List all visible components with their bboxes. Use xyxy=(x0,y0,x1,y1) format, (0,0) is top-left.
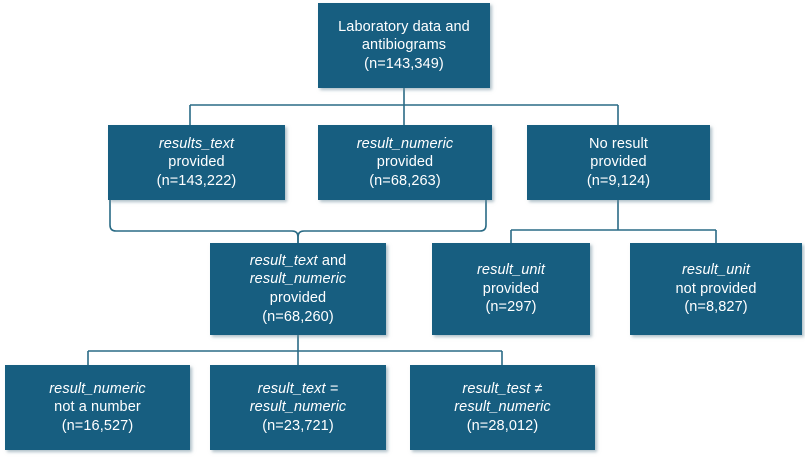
node-count: (n=9,124) xyxy=(586,172,651,189)
node-line: provided xyxy=(482,280,540,297)
node-count: (n=23,721) xyxy=(262,417,334,434)
node-line: provided xyxy=(168,154,225,171)
connector-brace-right xyxy=(297,200,487,243)
node-line: result_unit xyxy=(477,262,545,279)
laboratory-data-box[interactable]: Laboratory data and antibiograms (n=143,… xyxy=(318,3,490,88)
node-line: provided xyxy=(590,154,647,171)
node-line-suffix: and xyxy=(317,252,347,269)
result-numeric-provided-box[interactable]: result_numeric provided (n=68,263) xyxy=(318,125,492,200)
node-line: result_numeric xyxy=(249,271,347,288)
node-line: result_numeric xyxy=(49,380,146,397)
node-line: not provided xyxy=(675,280,757,297)
node-line: Laboratory data and xyxy=(338,18,470,35)
result-text-and-numeric-box[interactable]: result_text and result_numeric provided … xyxy=(210,243,386,335)
result-test-not-equals-numeric-box[interactable]: result_test ≠ result_numeric (n=28,012) xyxy=(410,365,595,450)
node-line: result_numeric xyxy=(454,399,551,416)
node-count: (n=297) xyxy=(485,299,537,316)
node-line: results_text xyxy=(158,135,235,152)
node-line: result_text = xyxy=(257,380,339,397)
node-line: antibiograms xyxy=(361,37,447,54)
node-count: (n=8,827) xyxy=(684,299,748,316)
node-line: result_numeric xyxy=(249,399,347,416)
node-line: result_text and xyxy=(250,252,347,271)
node-count: (n=16,527) xyxy=(61,417,134,434)
node-count: (n=68,260) xyxy=(262,308,334,325)
node-line-em: result_text xyxy=(249,252,318,269)
result-numeric-not-a-number-box[interactable]: result_numeric not a number (n=16,527) xyxy=(5,365,190,450)
no-result-provided-box[interactable]: No result provided (n=9,124) xyxy=(527,125,710,200)
node-line: No result xyxy=(589,135,648,152)
node-line: provided xyxy=(376,154,434,171)
node-count: (n=28,012) xyxy=(466,417,539,434)
connector-brace-left xyxy=(109,200,299,243)
result-unit-not-provided-box[interactable]: result_unit not provided (n=8,827) xyxy=(630,243,802,335)
node-line: result_numeric xyxy=(356,135,454,152)
node-count: (n=68,263) xyxy=(369,172,441,189)
result-unit-provided-box[interactable]: result_unit provided (n=297) xyxy=(432,243,590,335)
node-count: (n=143,222) xyxy=(156,172,237,189)
node-line: result_unit xyxy=(682,262,750,279)
node-line: result_test ≠ xyxy=(462,380,543,397)
node-count: (n=143,349) xyxy=(364,55,444,72)
results-text-provided-box[interactable]: results_text provided (n=143,222) xyxy=(108,125,285,200)
result-text-equals-numeric-box[interactable]: result_text = result_numeric (n=23,721) xyxy=(210,365,386,450)
node-line: provided xyxy=(269,290,327,306)
node-line: not a number xyxy=(54,399,141,416)
